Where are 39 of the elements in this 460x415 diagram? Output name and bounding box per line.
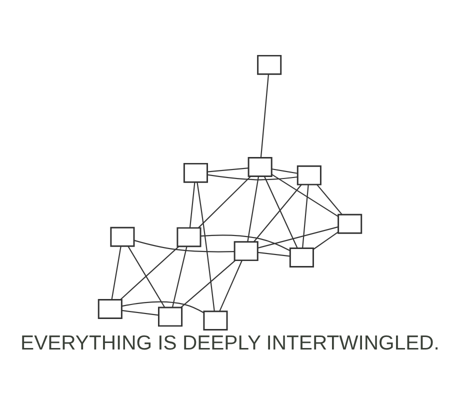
node-box [98,299,122,319]
connector [219,260,242,312]
connector [122,301,204,314]
connector [172,246,188,308]
connector [258,226,338,248]
connector [198,176,252,228]
connector [207,168,248,172]
node-box [158,306,183,327]
connector [272,168,298,174]
connector [316,184,342,215]
node-box [176,227,202,248]
node-box [183,162,208,183]
connector [180,260,236,308]
connector [253,184,302,242]
connector [111,246,122,300]
node-box [234,241,258,262]
connector [258,252,290,257]
node-box [110,226,135,247]
connector [134,240,234,252]
connector [128,246,166,308]
connector [247,176,260,242]
connector [200,234,290,252]
node-box [203,310,228,331]
connector [122,310,159,316]
connector [196,182,215,312]
connector [189,182,196,228]
node-box [289,248,314,268]
node-box [338,214,362,234]
node-box [248,157,272,177]
connector [302,184,309,248]
node-box [296,165,322,186]
connector [264,176,298,248]
connector [120,246,180,300]
caption: EVERYTHING IS DEEPLY INTERTWINGLED. [20,332,440,355]
node-box [257,54,282,75]
connector [260,74,270,158]
connector [313,232,339,250]
connector [208,174,298,180]
connector [272,174,338,217]
